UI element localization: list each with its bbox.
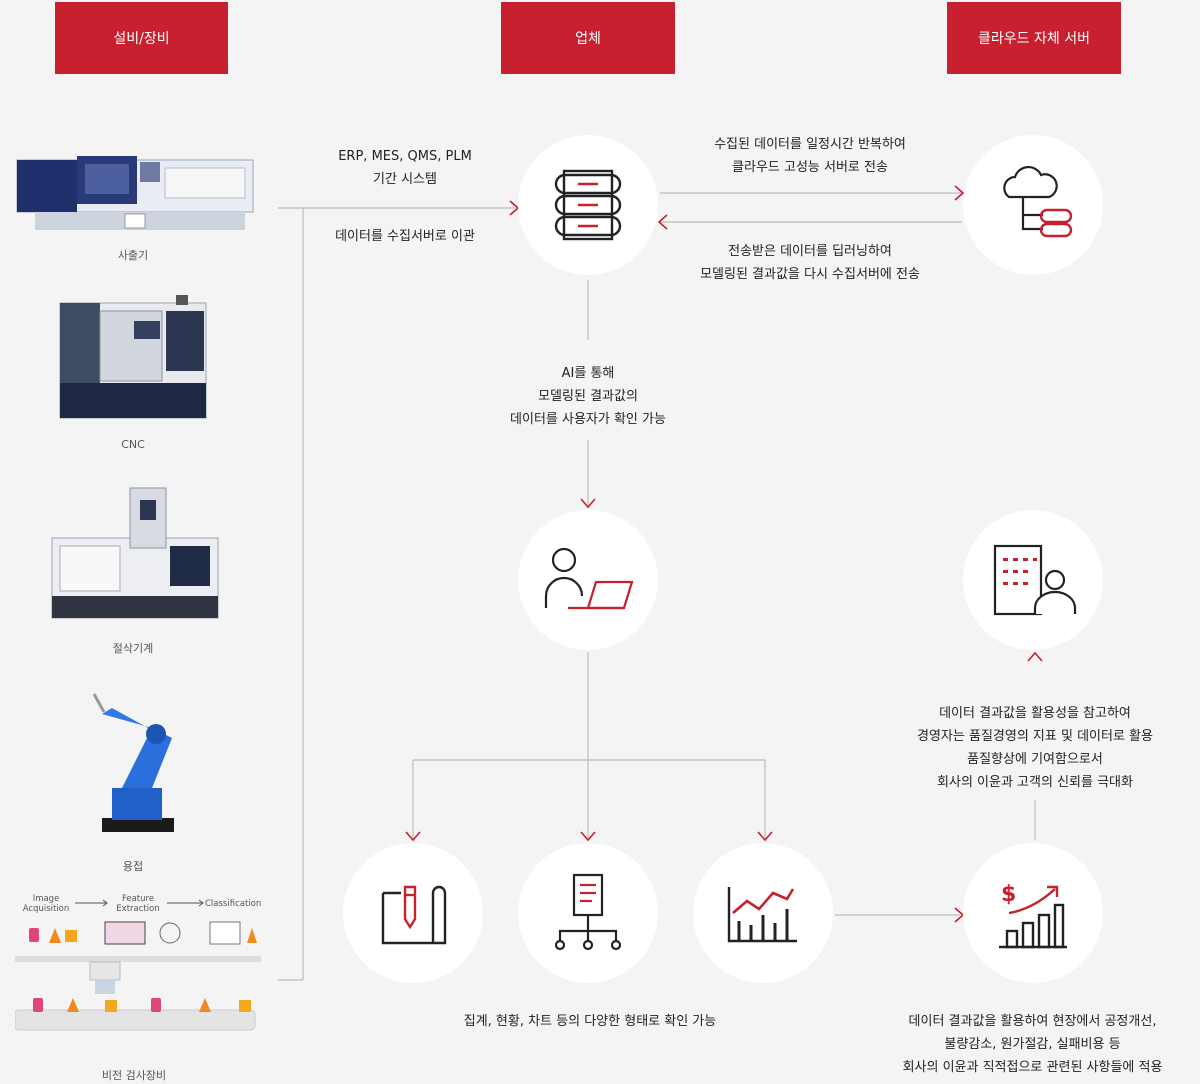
revenue-growth-icon: $ <box>999 882 1067 949</box>
user-node <box>518 510 658 650</box>
from-cloud-line-2: 모델링된 결과값을 다시 수집서버에 전송 <box>700 267 920 282</box>
management-text: 데이터 결과값을 활용성을 참고하여 경영자는 품질경영의 지표 및 데이터로 … <box>890 702 1180 794</box>
to-cloud-text: 수집된 데이터를 일정시간 반복하여 클라우드 고성능 서버로 전송 <box>680 133 940 179</box>
from-cloud-text: 전송받은 데이터를 딥러닝하여 모델링된 결과값을 다시 수집서버에 전송 <box>670 240 950 286</box>
management-line-4: 회사의 이윤과 고객의 신뢰를 극대화 <box>937 775 1133 790</box>
systems-line-1: ERP, MES, QMS, PLM <box>338 149 472 164</box>
ai-line-2: 모델링된 결과값의 <box>538 389 638 404</box>
machine-label-vision: 비전 검사장비 <box>101 1069 167 1082</box>
header-equipment: 설비/장비 <box>55 2 228 74</box>
management-line-2: 경영자는 품질경영의 지표 및 데이터로 활용 <box>917 729 1153 744</box>
transfer-text: 데이터를 수집서버로 이관 <box>335 229 475 244</box>
document-hierarchy-icon <box>554 873 622 951</box>
blueprint-pencil-icon <box>381 885 447 945</box>
ai-line-3: 데이터를 사용자가 확인 가능 <box>510 412 666 427</box>
header-cloud: 클라우드 자체 서버 <box>947 2 1121 74</box>
cloud-server-icon <box>1003 165 1073 238</box>
svg-text:$: $ <box>1001 882 1016 907</box>
systems-text: ERP, MES, QMS, PLM 기간 시스템 <box>315 145 495 191</box>
vision-step-2-line2: Extraction <box>116 904 160 914</box>
bar-chart-icon <box>727 887 797 943</box>
user-laptop-icon <box>544 547 634 610</box>
blueprint-node <box>343 843 483 983</box>
management-line-3: 품질향상에 기여함으로서 <box>967 752 1103 767</box>
to-cloud-line-2: 클라우드 고성능 서버로 전송 <box>732 160 888 175</box>
ai-text: AI를 통해 모델링된 결과값의 데이터를 사용자가 확인 가능 <box>478 362 698 431</box>
cnc-machine <box>58 293 208 427</box>
server-stack-icon <box>554 169 622 241</box>
welding-robot <box>82 688 192 842</box>
vision-step-2-line1: Feature <box>121 894 155 904</box>
collection-server-node <box>518 135 658 275</box>
executive-building-icon <box>993 544 1077 616</box>
cutting-machine <box>50 486 220 630</box>
management-line-1: 데이터 결과값을 활용성을 참고하여 <box>939 706 1131 721</box>
executive-node <box>963 510 1103 650</box>
chart-node <box>693 843 833 983</box>
vision-inspection: Image Acquisition Feature Extraction Cla… <box>15 890 265 1040</box>
from-cloud-line-1: 전송받은 데이터를 딥러닝하여 <box>728 244 892 259</box>
forms-text: 집계, 현황, 차트 등의 다양한 형태로 확인 가능 <box>463 1014 717 1029</box>
vision-step-1-line2: Acquisition <box>22 904 70 914</box>
field-line-1: 데이터 결과값을 활용하여 현장에서 공정개선, <box>908 1014 1157 1029</box>
field-line-3: 회사의 이윤과 직적접으로 관련된 사항들에 적용 <box>902 1060 1163 1075</box>
to-cloud-line-1: 수집된 데이터를 일정시간 반복하여 <box>714 137 906 152</box>
vision-step-1-line1: Image <box>32 894 60 904</box>
machine-label-cutting: 절삭기계 <box>112 642 154 655</box>
header-company: 업체 <box>501 2 675 74</box>
field-line-2: 불량감소, 원가절감, 실패비용 등 <box>944 1037 1121 1052</box>
vision-step-3: Classification <box>205 899 262 909</box>
machine-label-welding: 용접 <box>122 860 144 873</box>
cloud-server-node <box>963 135 1103 275</box>
injection-molding-machine <box>15 150 255 239</box>
systems-line-2: 기간 시스템 <box>373 172 437 187</box>
ai-line-1: AI를 통해 <box>561 366 615 381</box>
document-node <box>518 843 658 983</box>
revenue-node: $ <box>963 843 1103 983</box>
machine-label-injection: 사출기 <box>117 249 149 262</box>
field-text: 데이터 결과값을 활용하여 현장에서 공정개선, 불량감소, 원가절감, 실패비… <box>870 1010 1195 1079</box>
machine-label-cnc: CNC <box>121 438 145 451</box>
